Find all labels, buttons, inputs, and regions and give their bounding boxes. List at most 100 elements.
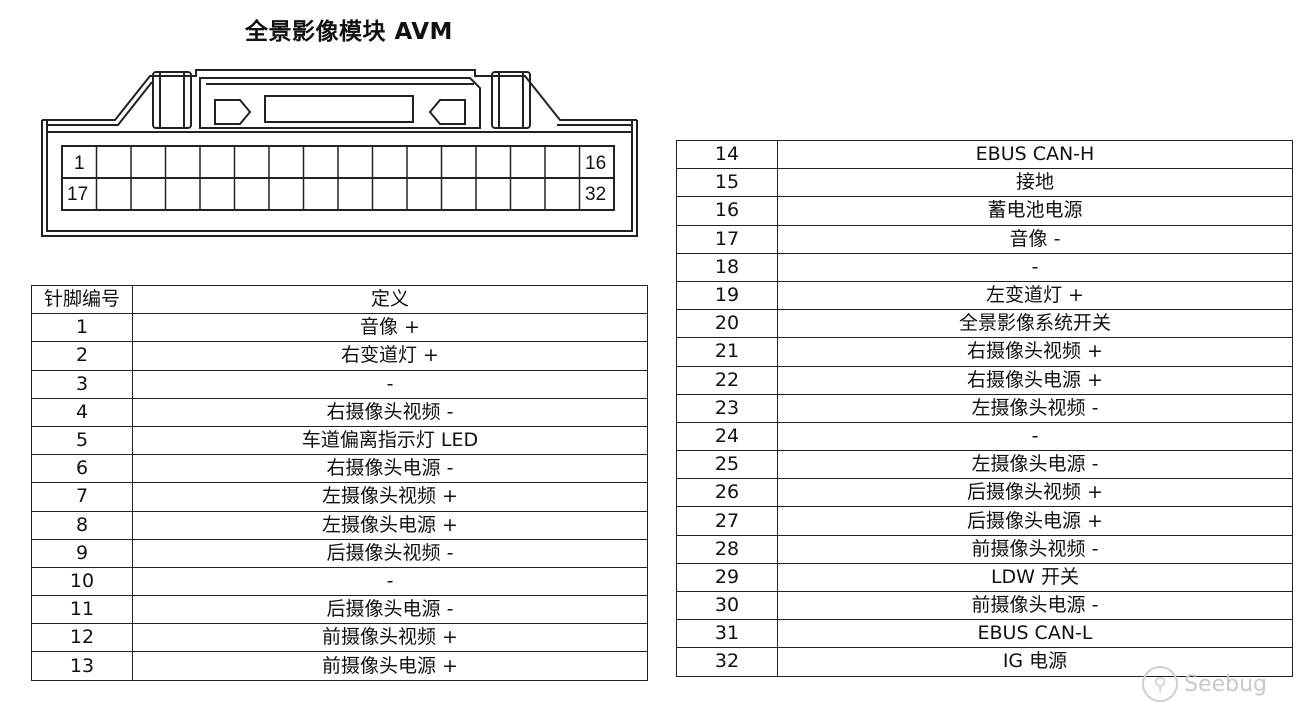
- pin-number: 20: [676, 309, 778, 339]
- pin-number: 17: [676, 224, 778, 254]
- table-row: 3-: [31, 369, 648, 399]
- pin-definition: 右摄像头视频 -: [132, 397, 648, 427]
- pin-definition: -: [777, 252, 1293, 282]
- table-row: 10-: [31, 566, 648, 597]
- pin-number: 22: [676, 365, 778, 395]
- pin-definition: 后摄像头电源 +: [777, 506, 1293, 536]
- pin-definition: 左摄像头视频 -: [777, 393, 1293, 423]
- pin-number: 4: [31, 397, 133, 427]
- pin-definition: 全景影像系统开关: [777, 309, 1293, 339]
- connector-diagram: [41, 69, 638, 237]
- pin-number: 7: [31, 482, 133, 512]
- pin-label-16: 16: [585, 153, 607, 174]
- pin-definition: 右摄像头视频 +: [777, 337, 1293, 367]
- pin-definition: 后摄像头电源 -: [132, 595, 648, 625]
- pin-number: 19: [676, 280, 778, 311]
- pin-definition: 音像 +: [132, 313, 648, 343]
- pin-number: 29: [676, 562, 778, 593]
- pin-definition: 后摄像头视频 +: [777, 478, 1293, 508]
- pin-definition: -: [132, 369, 648, 399]
- pin-number: 25: [676, 450, 778, 480]
- table-row: 24-: [676, 421, 1293, 452]
- pin-number: 14: [676, 139, 778, 170]
- pin-definition: 前摄像头视频 +: [132, 623, 648, 653]
- seebug-logo-icon: ⚲: [1142, 666, 1179, 702]
- pin-number: 12: [31, 623, 133, 653]
- pin-definition: 右摄像头电源 +: [777, 365, 1293, 395]
- pin-number: 24: [676, 421, 778, 452]
- pin-number: 16: [676, 196, 778, 226]
- pin-number: 30: [676, 590, 778, 621]
- pin-definition: 蓄电池电源: [777, 196, 1293, 226]
- watermark-text: Seebug: [1184, 671, 1267, 697]
- pin-definition: IG 电源: [777, 647, 1293, 677]
- pin-number: 11: [31, 595, 133, 625]
- pin-definition: 前摄像头电源 +: [132, 651, 648, 681]
- pin-definition: 音像 -: [777, 224, 1293, 254]
- pin-definition: 左变道灯 +: [777, 280, 1293, 311]
- pin-label-1: 1: [74, 153, 85, 174]
- pin-number: 3: [31, 369, 133, 399]
- pin-number: 10: [31, 566, 133, 597]
- pin-number: 6: [31, 454, 133, 484]
- pin-number: 9: [31, 538, 133, 568]
- pin-number: 28: [676, 534, 778, 564]
- pin-number: 31: [676, 619, 778, 649]
- pin-definition: 右变道灯 +: [132, 341, 648, 371]
- pin-definition: 右摄像头电源 -: [132, 454, 648, 484]
- pin-definition: 车道偏离指示灯 LED: [132, 425, 648, 456]
- pin-definition: EBUS CAN-L: [777, 619, 1293, 649]
- pin-number: 13: [31, 651, 133, 681]
- pin-label-32: 32: [585, 184, 607, 205]
- pin-definition: -: [777, 421, 1293, 452]
- watermark: ⚲ Seebug: [1142, 666, 1267, 702]
- header-pin: 针脚编号: [31, 284, 133, 315]
- pin-definition: 左摄像头电源 +: [132, 510, 648, 540]
- pin-definition: 前摄像头电源 -: [777, 590, 1293, 621]
- pin-definition: LDW 开关: [777, 562, 1293, 593]
- pin-number: 18: [676, 252, 778, 282]
- pin-definition: 接地: [777, 168, 1293, 198]
- header-definition: 定义: [132, 284, 648, 315]
- pin-number: 5: [31, 425, 133, 456]
- pin-definition: EBUS CAN-H: [777, 139, 1293, 170]
- pin-definition: 左摄像头视频 +: [132, 482, 648, 512]
- pin-number: 21: [676, 337, 778, 367]
- table-row: 18-: [676, 252, 1293, 282]
- pin-label-17: 17: [67, 184, 89, 205]
- pin-definition: 前摄像头视频 -: [777, 534, 1293, 564]
- pin-number: 1: [31, 313, 133, 343]
- pin-number: 2: [31, 341, 133, 371]
- pin-number: 8: [31, 510, 133, 540]
